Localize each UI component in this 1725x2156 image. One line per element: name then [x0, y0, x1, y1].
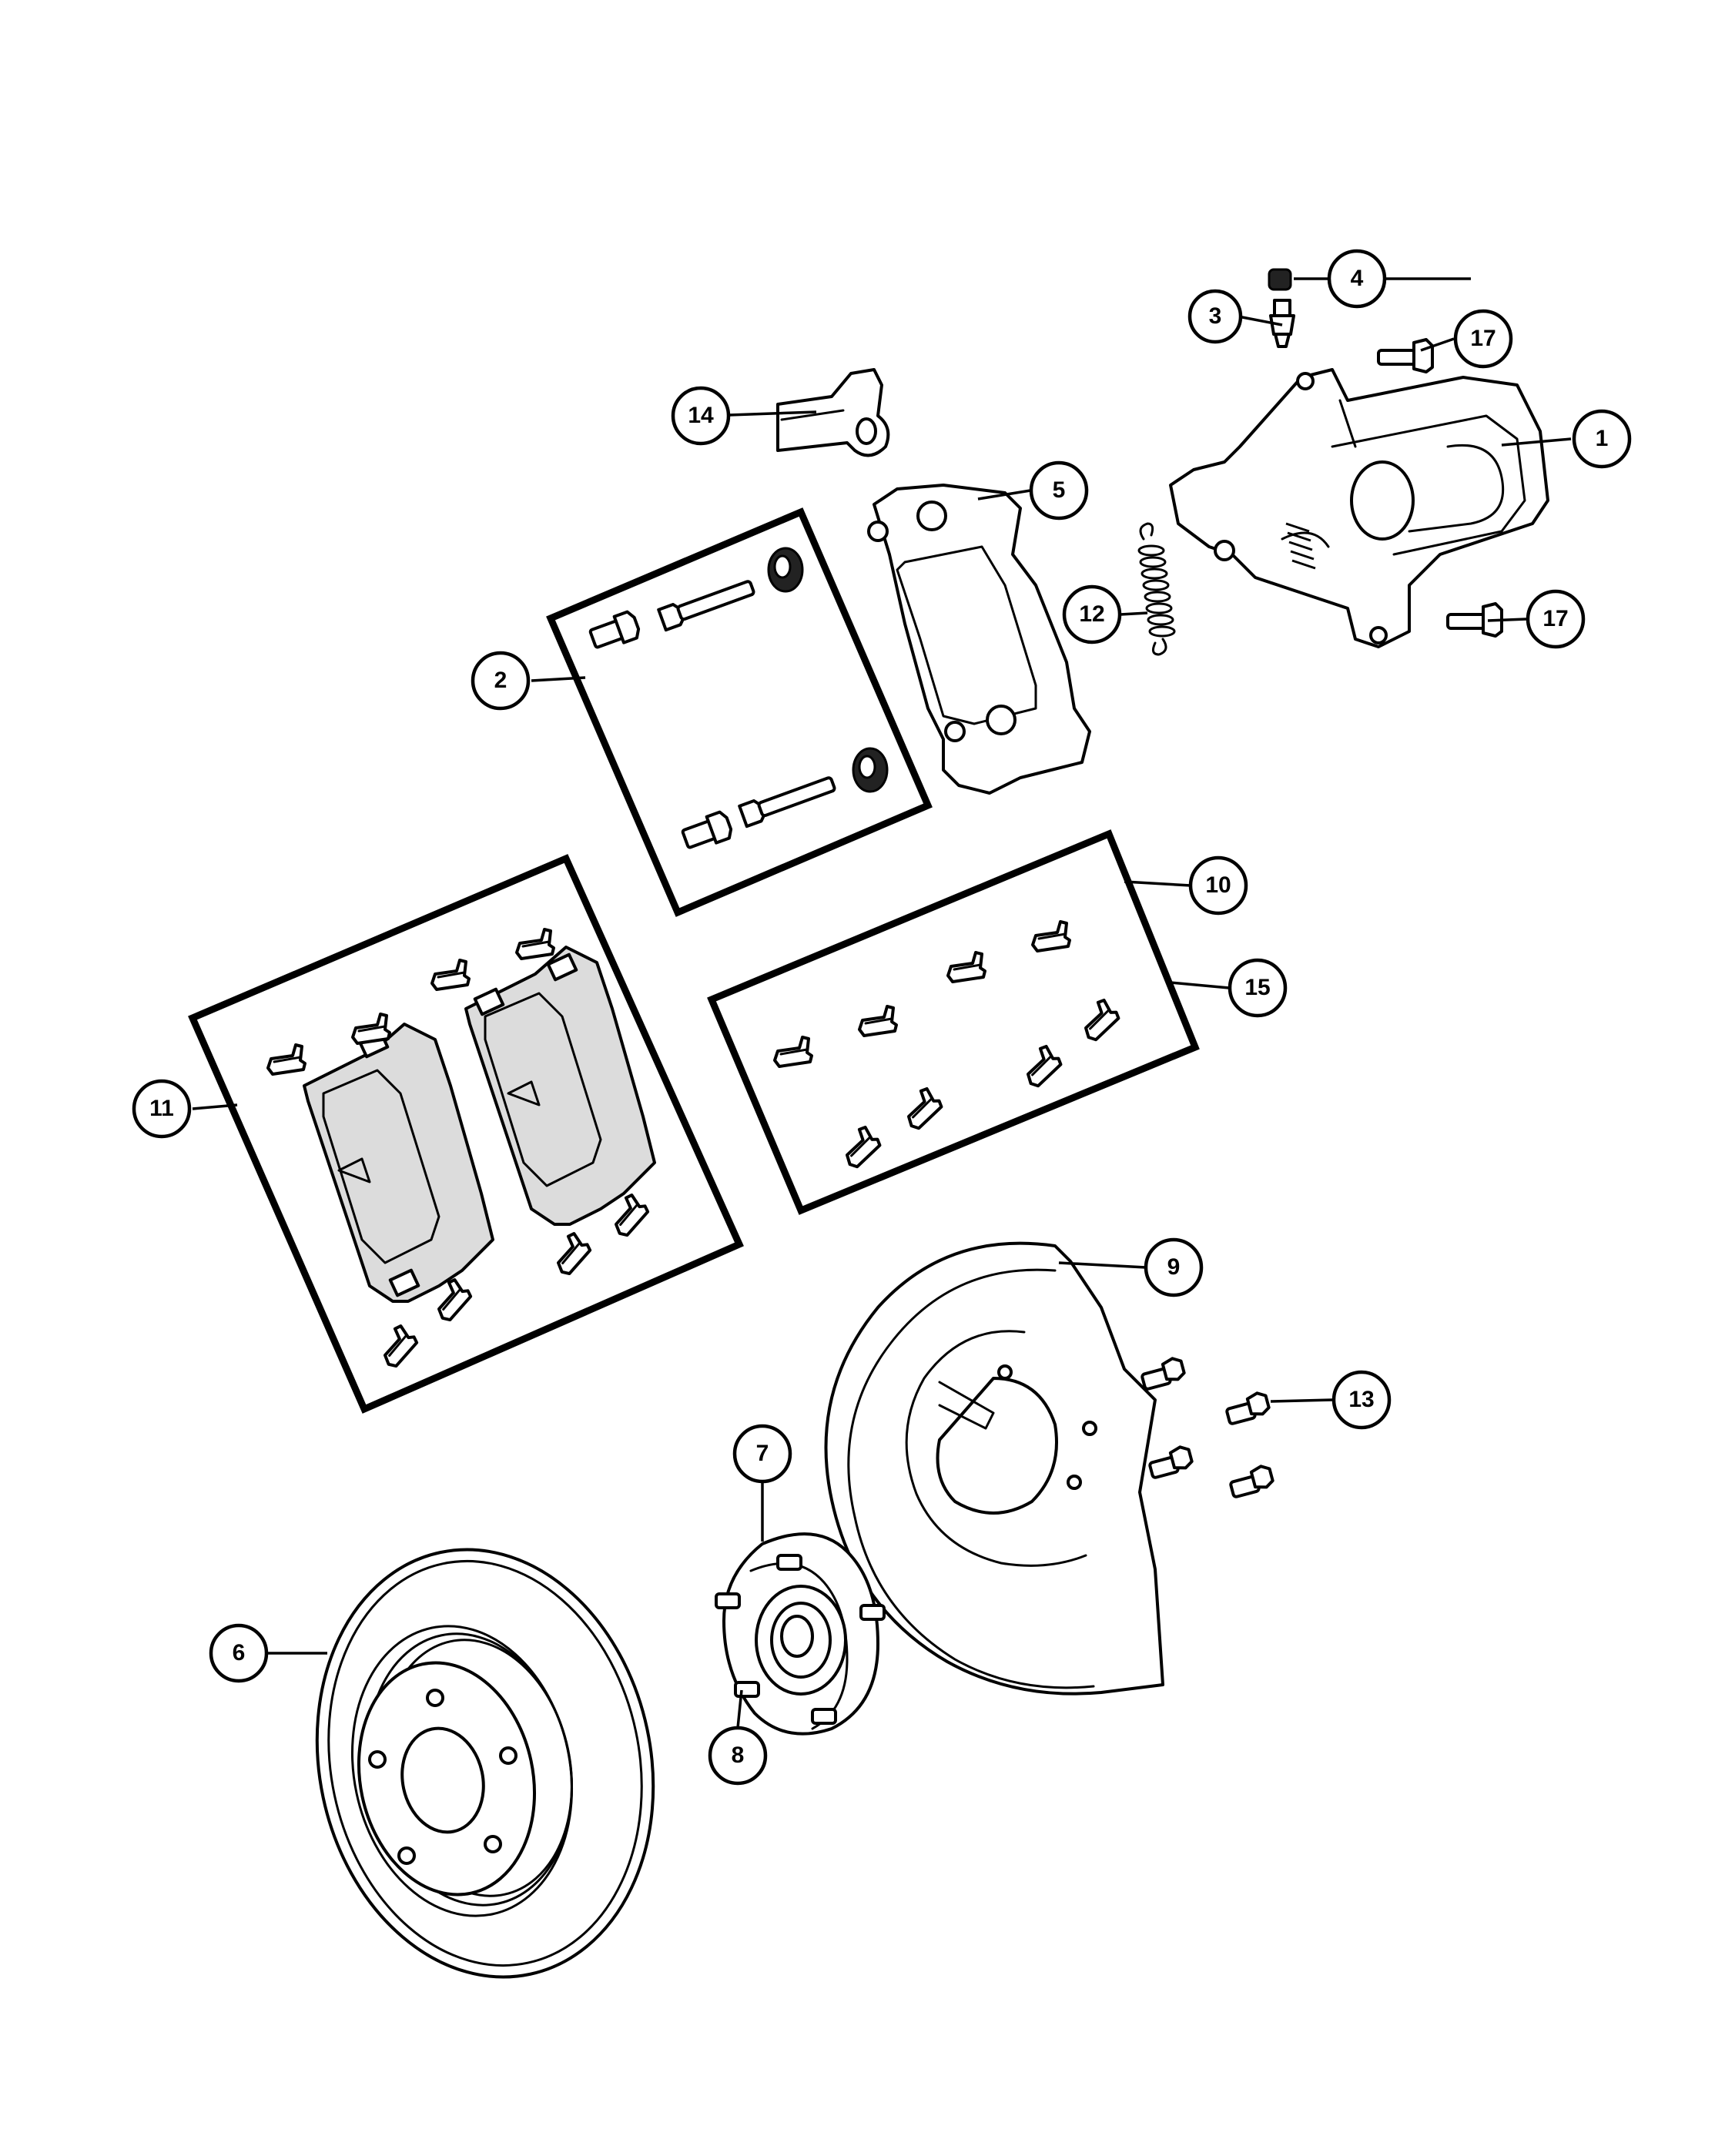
callout-1: 1: [1572, 409, 1632, 469]
callout-17-lower: 17: [1526, 589, 1586, 649]
leader-lines: [192, 277, 1572, 1729]
callout-17-lower-label: 17: [1542, 606, 1568, 631]
pad-clip-kit-box: [707, 829, 1200, 1215]
callout-2: 2: [471, 651, 531, 711]
callout-1-label: 1: [1596, 426, 1609, 451]
callout-7: 7: [732, 1424, 792, 1484]
caliper: [1169, 368, 1549, 648]
callout-6-label: 6: [233, 1640, 246, 1666]
callout-14: 14: [671, 386, 731, 446]
caliper-bolt-upper: [1377, 338, 1434, 373]
callout-5-label: 5: [1053, 477, 1066, 503]
callout-10-label: 10: [1205, 872, 1231, 898]
callout-6: 6: [209, 1623, 269, 1683]
callout-5: 5: [1029, 460, 1089, 521]
bleeder-cap: [1268, 268, 1292, 291]
caliper-adapter: [867, 484, 1091, 795]
callout-4: 4: [1327, 249, 1387, 309]
callout-2-label: 2: [494, 668, 507, 693]
callout-15: 15: [1228, 958, 1288, 1018]
callout-12: 12: [1062, 584, 1122, 644]
callout-14-label: 14: [688, 403, 714, 428]
callout-9: 9: [1144, 1237, 1204, 1297]
guide-pin-kit-box: [546, 507, 933, 917]
callout-11-label: 11: [149, 1096, 174, 1121]
callout-13: 13: [1331, 1370, 1392, 1430]
hub-bearing: [715, 1532, 886, 1736]
callout-10: 10: [1188, 855, 1248, 916]
callout-13-label: 13: [1348, 1387, 1374, 1412]
callout-11: 11: [132, 1079, 192, 1139]
brake-pad-left: [303, 1023, 494, 1303]
callout-3-label: 3: [1209, 303, 1222, 329]
shield-bolts: [1137, 1354, 1276, 1499]
callout-4-label: 4: [1351, 266, 1364, 291]
brake-hose-bracket: [776, 368, 890, 457]
callout-15-label: 15: [1244, 975, 1270, 1000]
callout-17-upper: 17: [1453, 309, 1513, 369]
callout-12-label: 12: [1079, 601, 1104, 627]
brake-pad-kit-box: [188, 854, 744, 1414]
caliper-spring: [1137, 522, 1176, 656]
callout-7-label: 7: [756, 1441, 769, 1466]
callout-17-upper-label: 17: [1470, 326, 1496, 351]
brake-rotor: [315, 1548, 655, 1979]
callout-9-label: 9: [1167, 1254, 1181, 1280]
dust-shield: [824, 1241, 1164, 1696]
callout-3: 3: [1187, 289, 1243, 344]
callout-8: 8: [708, 1726, 768, 1786]
callout-8-label: 8: [732, 1743, 745, 1768]
brake-pad-right: [464, 946, 656, 1226]
